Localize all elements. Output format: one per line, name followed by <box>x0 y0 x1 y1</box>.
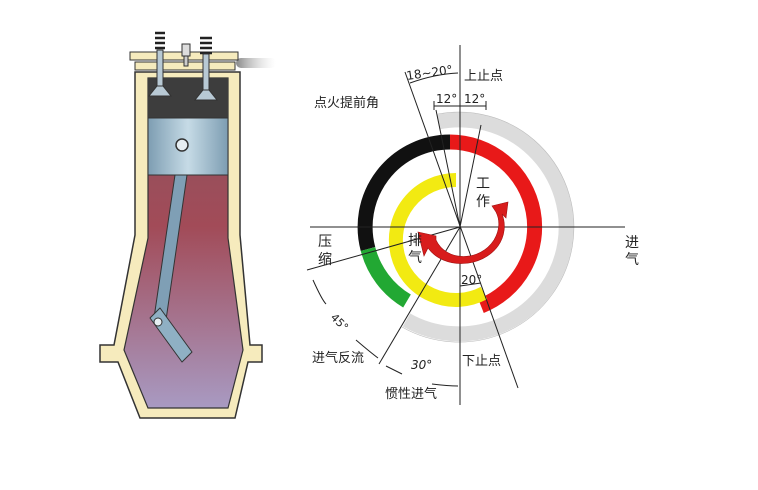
bdc-label: 下止点 <box>462 354 501 369</box>
intake-arc-outline <box>401 111 575 343</box>
intake-backflow-label: 进气反流 <box>312 350 364 366</box>
intake-valve <box>147 31 173 97</box>
exhaust-open-angle-label: 20° <box>461 273 482 287</box>
compress-label-1: 压 <box>318 234 332 250</box>
compression-arc <box>357 134 451 251</box>
crank-pin <box>153 317 163 327</box>
work-label-1: 工 <box>476 176 490 192</box>
inertia-intake-label: 惯性进气 <box>385 386 437 402</box>
inertia-dimension <box>385 365 459 387</box>
compress-label-2: 缩 <box>318 252 332 268</box>
intake-close-line <box>378 226 461 365</box>
intake-arc <box>402 112 574 342</box>
work-label-2: 作 <box>476 194 490 210</box>
ignition-advance-label: 点火提前角 <box>314 95 379 111</box>
exhaust-close-angle-label: 12° <box>464 92 485 106</box>
backflow-line <box>306 226 461 271</box>
intake-open-line <box>435 109 461 228</box>
backflow-angle-label: 45° <box>328 311 351 334</box>
backflow-dimension <box>312 279 379 359</box>
exhaust-arc <box>388 172 488 307</box>
intake-label-1: 进 <box>625 235 639 251</box>
spark-plug <box>181 43 191 67</box>
ignition-angle-dimension <box>409 72 459 84</box>
exhaust-smoke <box>236 58 276 68</box>
intake-open-angle-label: 12° <box>436 92 457 106</box>
ignition-angle-label: 18~20° <box>405 63 453 83</box>
rotation-arrow <box>417 201 509 264</box>
power-arc <box>449 134 543 313</box>
exhaust-label-1: 排 <box>408 233 422 249</box>
inertia-angle-label: 30° <box>411 358 432 372</box>
exhaust-close-line <box>459 124 482 228</box>
tdc-label: 上止点 <box>464 69 503 84</box>
backflow-arc <box>360 246 412 308</box>
exhaust-valve <box>193 36 219 101</box>
exhaust-label-2: 气 <box>408 250 422 266</box>
exhaust-open-dimension <box>459 282 482 287</box>
ignition-line <box>404 71 519 389</box>
engine-cylinder <box>99 31 276 419</box>
timing-circle <box>306 45 625 405</box>
intake-label-2: 气 <box>625 252 639 268</box>
piston-pin <box>175 138 189 152</box>
diagram-labels: 18~20° 上止点 点火提前角 12° 12° 工 作 压 缩 排 气 进 气… <box>312 63 639 402</box>
overlap-dimension <box>433 101 487 110</box>
